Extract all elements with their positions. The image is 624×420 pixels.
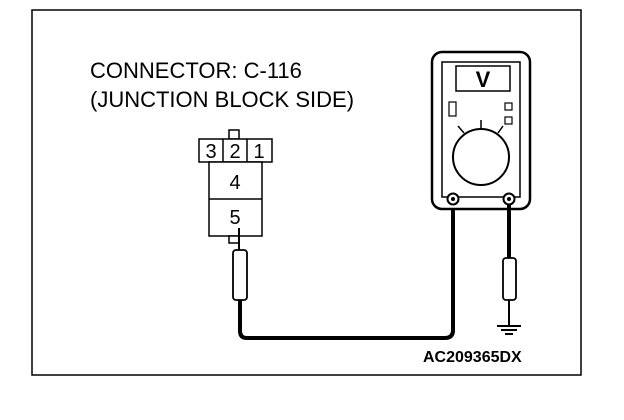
connector-bottom-latch [228, 235, 240, 244]
connector-subtitle: (JUNCTION BLOCK SIDE) [90, 87, 354, 112]
pin-label: 4 [229, 172, 240, 194]
connector-title: CONNECTOR: C-116 [90, 58, 302, 83]
pin-label: 2 [229, 141, 240, 163]
figure-frame [31, 9, 582, 376]
meter-display [455, 65, 511, 92]
test-lead-positive [238, 200, 455, 340]
pin-label: 1 [253, 141, 264, 163]
pin-label: 5 [229, 207, 240, 229]
meter-display-unit: V [476, 67, 491, 92]
voltmeter-icon: V [430, 50, 532, 211]
ground-probe [502, 257, 517, 301]
pin-label: 3 [205, 141, 216, 163]
figure-code: AC209365DX [423, 349, 522, 366]
connector-top-latch [228, 129, 240, 140]
connector-c116: 3 2 1 4 5 [198, 129, 273, 244]
meter-dial [452, 128, 510, 186]
ground-symbol-icon [497, 318, 521, 335]
